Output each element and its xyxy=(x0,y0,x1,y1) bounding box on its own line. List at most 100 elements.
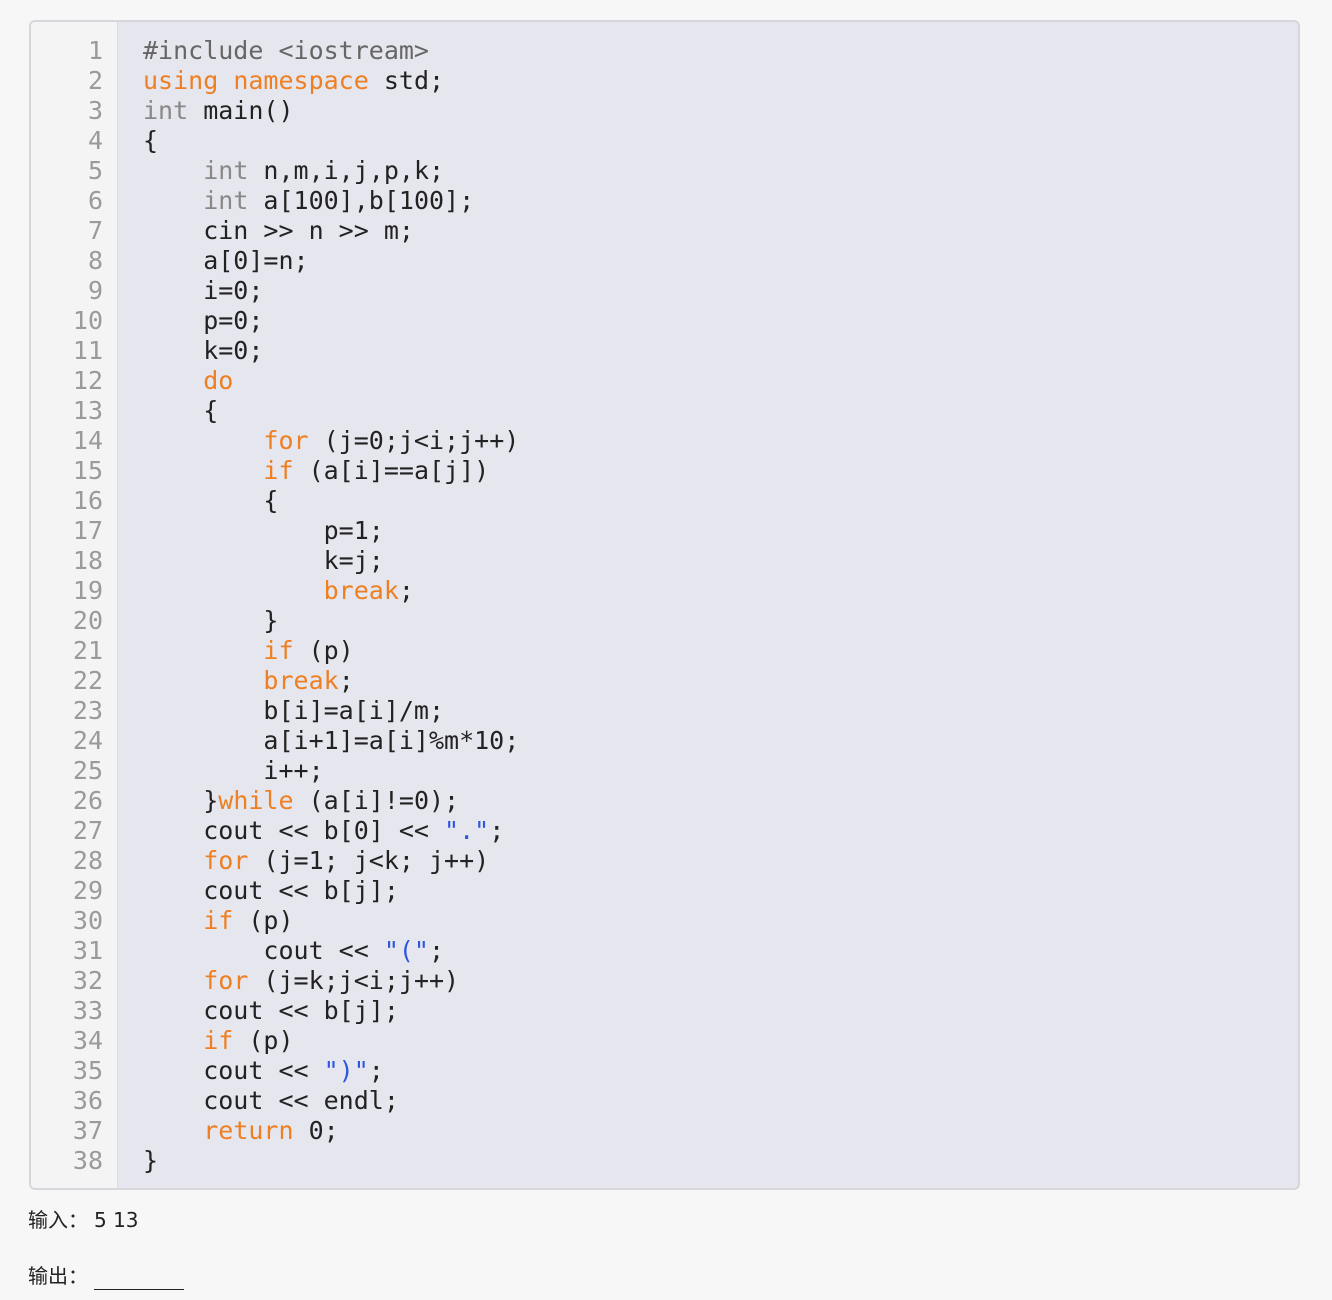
code-line: 7 cin >> n >> m; xyxy=(31,216,1298,246)
line-number: 12 xyxy=(72,366,103,395)
code-text: cout << "("; xyxy=(143,936,444,966)
code-text: #include <iostream> xyxy=(143,36,429,66)
code-token xyxy=(143,636,263,665)
line-number: 24 xyxy=(72,726,103,755)
code-token xyxy=(143,846,203,875)
code-token: for xyxy=(263,426,309,455)
code-text: do xyxy=(143,366,233,396)
code-token: ")" xyxy=(323,1056,369,1085)
line-number: 11 xyxy=(72,336,103,365)
code-token: cout << b[j]; xyxy=(143,996,399,1025)
code-line: 24 a[i+1]=a[i]%m*10; xyxy=(31,726,1298,756)
code-token: { xyxy=(143,396,219,425)
line-number: 15 xyxy=(72,456,103,485)
line-number: 16 xyxy=(72,486,103,515)
code-text: if (a[i]==a[j]) xyxy=(143,456,489,486)
line-number: 8 xyxy=(87,246,103,275)
line-number: 19 xyxy=(72,576,103,605)
line-number: 20 xyxy=(72,606,103,635)
code-token xyxy=(143,966,203,995)
code-token: ; xyxy=(338,666,354,695)
code-text: p=0; xyxy=(143,306,263,336)
code-token xyxy=(143,906,203,935)
code-line: 16 { xyxy=(31,486,1298,516)
code-text: if (p) xyxy=(143,906,293,936)
code-token: } xyxy=(143,1146,159,1175)
code-token: a[100],b[100]; xyxy=(248,186,475,215)
line-number: 6 xyxy=(87,186,103,215)
line-number: 10 xyxy=(72,306,103,335)
code-token: (j=k;j<i;j++) xyxy=(248,966,460,995)
code-line: 17 p=1; xyxy=(31,516,1298,546)
code-token: int xyxy=(143,96,189,125)
code-token: int xyxy=(203,186,249,215)
code-token: std; xyxy=(368,66,445,95)
code-token xyxy=(143,1116,203,1145)
code-line: 33 cout << b[j]; xyxy=(31,996,1298,1026)
code-line: 10 p=0; xyxy=(31,306,1298,336)
code-line: 22 break; xyxy=(31,666,1298,696)
code-text: break; xyxy=(143,666,354,696)
output-row: 输出： xyxy=(28,1262,184,1290)
code-token: } xyxy=(143,786,219,815)
code-text: cout << endl; xyxy=(143,1086,399,1116)
code-token: "." xyxy=(444,816,490,845)
code-text: { xyxy=(143,486,278,516)
line-number-gutter xyxy=(31,22,118,1188)
code-text: i=0; xyxy=(143,276,263,306)
code-text: for (j=k;j<i;j++) xyxy=(143,966,459,996)
code-text: } xyxy=(143,606,278,636)
code-token: (j=0;j<i;j++) xyxy=(308,426,520,455)
code-token: if xyxy=(203,906,234,935)
code-text: i++; xyxy=(143,756,323,786)
line-number: 9 xyxy=(87,276,103,305)
code-line: 38} xyxy=(31,1146,1298,1176)
code-text: }while (a[i]!=0); xyxy=(143,786,459,816)
code-line: 21 if (p) xyxy=(31,636,1298,666)
code-text: for (j=0;j<i;j++) xyxy=(143,426,519,456)
code-text: cout << b[0] << "."; xyxy=(143,816,504,846)
line-number: 25 xyxy=(72,756,103,785)
code-line: 8 a[0]=n; xyxy=(31,246,1298,276)
code-text: cout << b[j]; xyxy=(143,996,399,1026)
line-number: 31 xyxy=(72,936,103,965)
code-token: ; xyxy=(489,816,505,845)
line-number: 2 xyxy=(87,66,103,95)
answer-blank[interactable] xyxy=(94,1269,184,1290)
line-number: 33 xyxy=(72,996,103,1025)
code-token: for xyxy=(203,966,249,995)
code-token: if xyxy=(263,636,294,665)
code-token: while xyxy=(218,786,294,815)
code-text: cin >> n >> m; xyxy=(143,216,414,246)
code-text: using namespace std; xyxy=(143,66,444,96)
code-text: if (p) xyxy=(143,636,353,666)
code-text: return 0; xyxy=(143,1116,338,1146)
code-token: (j=1; j<k; j++) xyxy=(248,846,490,875)
code-token: do xyxy=(203,366,234,395)
code-token: a[0]=n; xyxy=(143,246,309,275)
code-token xyxy=(218,66,233,95)
line-number: 18 xyxy=(72,546,103,575)
line-number: 28 xyxy=(72,846,103,875)
code-line: 37 return 0; xyxy=(31,1116,1298,1146)
code-line: 28 for (j=1; j<k; j++) xyxy=(31,846,1298,876)
code-token: break xyxy=(263,666,339,695)
code-token: int xyxy=(203,156,249,185)
line-number: 35 xyxy=(72,1056,103,1085)
code-line: 30 if (p) xyxy=(31,906,1298,936)
code-line: 29 cout << b[j]; xyxy=(31,876,1298,906)
code-token: return xyxy=(203,1116,294,1145)
code-token: cout << endl; xyxy=(143,1086,399,1115)
line-number: 21 xyxy=(72,636,103,665)
line-number: 34 xyxy=(72,1026,103,1055)
code-text: } xyxy=(143,1146,158,1176)
code-token xyxy=(143,1026,203,1055)
line-number: 22 xyxy=(72,666,103,695)
code-token: { xyxy=(143,126,159,155)
code-token: cout << xyxy=(143,1056,324,1085)
code-token: break xyxy=(323,576,399,605)
line-number: 30 xyxy=(72,906,103,935)
code-line: 14 for (j=0;j<i;j++) xyxy=(31,426,1298,456)
